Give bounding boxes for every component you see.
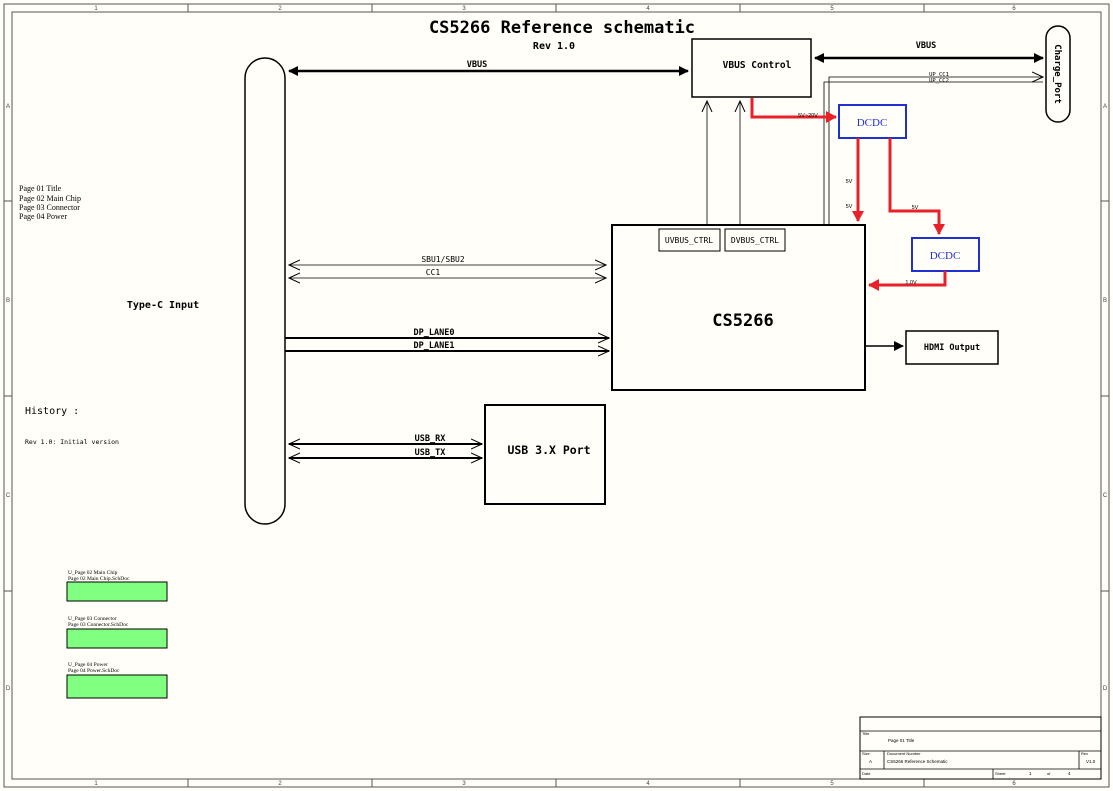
sheet-border bbox=[3, 3, 1110, 788]
net-5v-20v: 5V~20V bbox=[798, 113, 818, 119]
net-cc1: CC1 bbox=[426, 268, 441, 277]
page-list-item: Page 01 Title bbox=[19, 184, 62, 193]
title-block-size-value: A bbox=[869, 759, 872, 764]
up-cc2-wire bbox=[823, 81, 1043, 224]
charge-port-connector[interactable] bbox=[1045, 25, 1071, 123]
dcdc-right-label: DCDC bbox=[930, 250, 961, 262]
title-block-size-label: Size bbox=[862, 751, 871, 756]
dcdc-top-label: DCDC bbox=[857, 117, 888, 129]
zone-row-a: A bbox=[6, 104, 10, 110]
uvbus-ctrl-label: UVBUS_CTRL bbox=[665, 236, 713, 245]
zone-row-d: D bbox=[6, 686, 11, 692]
title-block-sheet-num: 1 bbox=[1029, 771, 1032, 776]
page-list-item: Page 04 Power bbox=[19, 212, 67, 221]
zone-col-5-bottom: 5 bbox=[830, 781, 834, 787]
title-block-title-label: Title bbox=[862, 731, 870, 736]
sheet-symbol-main-chip[interactable] bbox=[66, 581, 168, 602]
sheet-symbol-designator: U_Page 02 Main Chip bbox=[68, 570, 118, 576]
zone-row-c-right: C bbox=[1103, 493, 1108, 499]
usb-port-block[interactable] bbox=[484, 404, 606, 505]
vbus-control-block[interactable] bbox=[691, 38, 812, 98]
title-block bbox=[859, 716, 1102, 780]
charge-port-label: Charge_Port bbox=[1052, 44, 1062, 104]
net-vbus-left: VBUS bbox=[467, 60, 487, 70]
zone-row-b: B bbox=[6, 298, 10, 304]
zone-col-2-bottom: 2 bbox=[278, 781, 282, 787]
zone-col-1-bottom: 1 bbox=[94, 781, 98, 787]
history-heading: History : bbox=[25, 406, 79, 417]
sheet-symbol-file: Page 03 Connector.SchDoc bbox=[68, 622, 129, 628]
net-vbus-right: VBUS bbox=[916, 41, 936, 51]
power-arrow-1v-to-chip bbox=[868, 271, 947, 291]
sheet-symbol-designator: U_Page 04 Power bbox=[68, 662, 108, 668]
net-dp-lane0: DP_LANE0 bbox=[414, 328, 455, 338]
cs5266-label: CS5266 bbox=[712, 311, 773, 331]
net-5v-b: 5V bbox=[846, 204, 853, 210]
sheet-symbol-designator: U_Page 03 Connector bbox=[68, 616, 117, 622]
zone-col-3-bottom: 3 bbox=[462, 781, 466, 787]
zone-col-4-bottom: 4 bbox=[646, 781, 650, 787]
zone-row-d-right: D bbox=[1103, 686, 1108, 692]
type-c-connector[interactable] bbox=[244, 57, 286, 525]
hdmi-output-label: HDMI Output bbox=[924, 343, 980, 353]
zone-row-c: C bbox=[6, 493, 11, 499]
cs5266-chip[interactable] bbox=[611, 224, 866, 391]
net-1v: 1.0V bbox=[905, 280, 917, 286]
title-block-number-value: CS5266 Reference Schematic bbox=[887, 759, 948, 764]
dvbus-ctrl-label: DVBUS_CTRL bbox=[731, 236, 779, 245]
power-arrow-dcdc-to-dcdc bbox=[888, 138, 945, 235]
zone-col-1: 1 bbox=[94, 6, 98, 12]
sheet-symbol-power[interactable] bbox=[66, 674, 168, 699]
up-cc1-wire bbox=[828, 77, 1043, 224]
history-entry: Rev 1.0: Initial version bbox=[25, 438, 119, 446]
net-5v-c: 5V bbox=[912, 205, 919, 211]
usb-port-label: USB 3.X Port bbox=[507, 443, 590, 457]
net-up-cc2: UP_CC2 bbox=[929, 78, 949, 84]
title-block-title-value: Page 01 Title bbox=[888, 738, 915, 743]
sheet-symbol-connector[interactable] bbox=[66, 628, 168, 649]
zone-col-6-bottom: 6 bbox=[1012, 781, 1016, 787]
zone-col-4: 4 bbox=[646, 6, 650, 12]
net-up-cc1: UP_CC1 bbox=[929, 72, 949, 78]
net-dp-lane1: DP_LANE1 bbox=[414, 341, 455, 351]
vbus-control-label: VBUS Control bbox=[723, 60, 792, 71]
net-usb-tx: USB_TX bbox=[415, 448, 446, 458]
title-block-rev-label: Rev bbox=[1081, 751, 1088, 756]
zone-col-3: 3 bbox=[462, 6, 466, 12]
title-block-date-label: Date bbox=[862, 771, 871, 776]
dvbus-ctrl-pin[interactable] bbox=[724, 228, 786, 252]
dcdc-top-block[interactable] bbox=[838, 104, 907, 139]
hdmi-output-block[interactable] bbox=[905, 330, 999, 365]
power-arrow-vbus-to-dcdc bbox=[750, 98, 837, 123]
title-block-number-label: Document Number bbox=[887, 751, 921, 756]
title-block-sheet-label: Sheet bbox=[995, 771, 1006, 776]
title-block-rev-value: V1.0 bbox=[1086, 759, 1096, 764]
page-list-item: Page 03 Connector bbox=[19, 203, 80, 212]
zone-col-6: 6 bbox=[1012, 6, 1016, 12]
zone-row-b-right: B bbox=[1103, 298, 1107, 304]
page-list-item: Page 02 Main Chip bbox=[19, 194, 81, 203]
zone-row-a-right: A bbox=[1103, 104, 1107, 110]
schematic-title: CS5266 Reference schematic bbox=[429, 18, 695, 38]
sheet-symbol-file: Page 04 Power.SchDoc bbox=[68, 668, 120, 674]
zone-col-2: 2 bbox=[278, 6, 282, 12]
title-block-of-label: of bbox=[1047, 771, 1051, 776]
type-c-label: Type-C Input bbox=[127, 300, 199, 311]
net-usb-rx: USB_RX bbox=[415, 434, 446, 444]
revision-label: Rev 1.0 bbox=[533, 41, 575, 52]
title-block-sheet-total: 4 bbox=[1068, 771, 1071, 776]
uvbus-ctrl-pin[interactable] bbox=[658, 228, 721, 252]
net-5v-a: 5V bbox=[846, 179, 853, 185]
sheet-symbol-file: Page 02 Main Chip.SchDoc bbox=[68, 576, 130, 582]
net-sbu: SBU1/SBU2 bbox=[421, 255, 465, 264]
zone-col-5: 5 bbox=[830, 6, 834, 12]
dcdc-right-block[interactable] bbox=[911, 237, 980, 272]
